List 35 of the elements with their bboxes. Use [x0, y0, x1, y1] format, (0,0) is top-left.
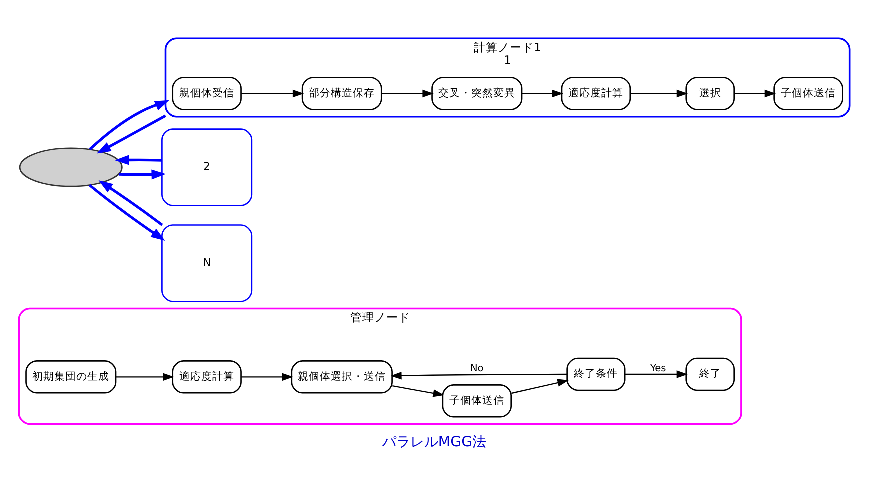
edge-label: No [470, 364, 484, 375]
arrow [512, 379, 569, 394]
arrow [114, 155, 162, 166]
node-box: 適応度計算 [561, 77, 632, 110]
node-box: 2 [162, 128, 253, 206]
node-box: 選択 [686, 77, 736, 110]
arrow [390, 372, 568, 380]
arrow [89, 184, 166, 242]
node-box: 交叉・突然変異 [432, 77, 523, 110]
node-box: 親個体受信 [172, 77, 242, 110]
node-box: 終了条件 [566, 358, 626, 392]
node-box: 親個体選択・送信 [291, 360, 393, 394]
node-box: 初期集団の生成 [26, 360, 117, 394]
arrow [625, 370, 688, 378]
arrow [382, 90, 434, 98]
arrow [96, 114, 166, 154]
node-box: 適応度計算 [172, 360, 242, 394]
arrow [98, 180, 164, 226]
node-box: 子個体送信 [774, 77, 844, 110]
node-box: 終了 [686, 358, 736, 392]
arrow [522, 90, 564, 98]
arrow [116, 373, 174, 382]
arrow [734, 90, 776, 98]
arrow [242, 90, 304, 98]
node-box: N [162, 224, 253, 302]
node-ellipse [19, 148, 123, 188]
arrow [630, 90, 688, 98]
arrow [89, 100, 170, 150]
arrow [392, 386, 444, 398]
arrow [118, 170, 166, 180]
edge-label: Yes [650, 364, 666, 375]
arrow [242, 373, 294, 382]
node-box: 部分構造保存 [302, 77, 382, 110]
caption: パラレルMGG法 [382, 434, 487, 450]
node-box: 子個体送信 [442, 384, 512, 418]
